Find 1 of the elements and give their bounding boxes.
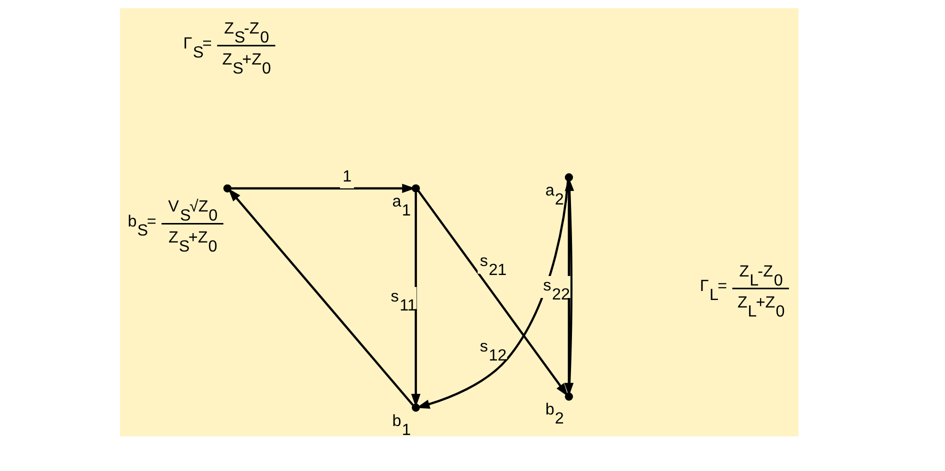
edge-label: 1 xyxy=(342,167,352,186)
